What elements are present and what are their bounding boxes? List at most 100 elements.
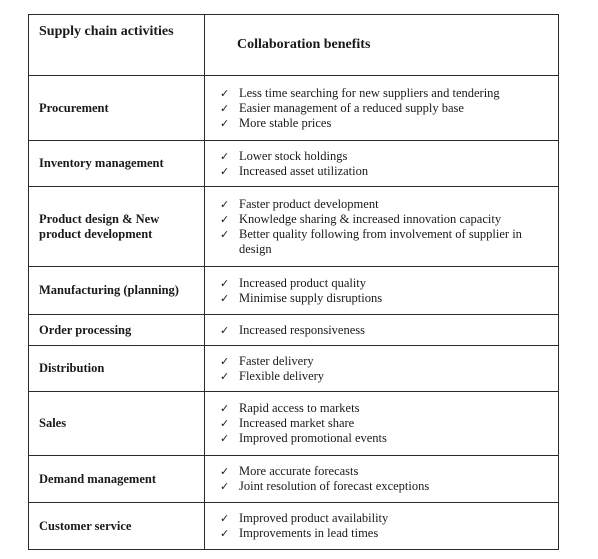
table-row: Distribution ✓ Faster delivery ✓ Flexible … (28, 345, 559, 392)
table-row: Order processing ✓ Increased responsivene… (28, 314, 559, 346)
table-row: Manufacturing (planning) ✓ Increased prod… (28, 266, 559, 315)
collaboration-benefits-table: Supply chain activities Collaboration be… (28, 14, 559, 550)
benefits-list: ✓ Improved product availability ✓ Improvem… (215, 511, 550, 541)
activity-cell: Procurement (28, 75, 205, 141)
benefit-item: ✓ Increased market share (215, 416, 550, 431)
table-row: Sales ✓ Rapid access to markets ✓ Increase… (28, 391, 559, 456)
benefit-text: Lower stock holdings (239, 148, 348, 163)
benefit-item: ✓ Increased product quality (215, 276, 550, 291)
benefit-text: Rapid access to markets (239, 401, 360, 415)
table-header-row: Supply chain activities Collaboration be… (28, 14, 559, 76)
benefits-cell: ✓ Faster delivery ✓ Flexible delivery (204, 345, 559, 392)
benefit-item: ✓ Faster delivery (215, 354, 550, 369)
check-mark-icon: ✓ (220, 354, 230, 368)
benefits-list: ✓ Faster product development ✓ Knowledge s… (215, 197, 550, 257)
check-mark-icon: ✓ (220, 527, 230, 540)
check-mark-icon: ✓ (220, 86, 230, 100)
benefit-item: ✓ More accurate forecasts (215, 464, 550, 479)
benefit-text: Minimise supply disruptions (239, 290, 383, 305)
benefit-text: Knowledge sharing & increased innovation… (239, 211, 502, 226)
check-mark-icon: ✓ (220, 369, 230, 383)
check-mark-icon: ✓ (220, 402, 230, 415)
check-mark-icon: ✓ (220, 417, 230, 430)
benefit-text: Improved product availability (239, 511, 389, 525)
benefit-item: ✓ Easier management of a reduced supply b… (215, 101, 550, 116)
benefit-item: ✓ Joint resolution of forecast exceptions (215, 479, 550, 494)
benefit-text: Faster delivery (239, 353, 314, 368)
benefits-cell: ✓ More accurate forecasts ✓ Joint resoluti… (204, 455, 559, 503)
table-row: Procurement ✓ Less time searching for new… (28, 75, 559, 141)
check-mark-icon: ✓ (220, 276, 230, 290)
table-row: Customer service ✓ Improved product avail… (28, 502, 559, 550)
check-mark-icon: ✓ (220, 227, 230, 241)
benefit-text: Improvements in lead times (239, 526, 379, 540)
check-mark-icon: ✓ (220, 291, 230, 305)
activity-cell: Inventory management (28, 140, 205, 187)
check-mark-icon: ✓ (220, 116, 230, 130)
benefit-item: ✓ Increased asset utilization (215, 164, 550, 179)
header-supply-chain-activities: Supply chain activities (28, 14, 205, 76)
benefit-item: ✓ Improved product availability (215, 511, 550, 526)
benefits-cell: ✓ Increased responsiveness (204, 314, 559, 346)
check-mark-icon: ✓ (220, 212, 230, 226)
check-mark-icon: ✓ (220, 465, 230, 478)
benefits-cell: ✓ Increased product quality ✓ Minimise sup… (204, 266, 559, 315)
activity-cell: Customer service (28, 502, 205, 550)
collaboration-table-document: Supply chain activities Collaboration be… (28, 14, 559, 550)
check-mark-icon: ✓ (220, 101, 230, 115)
check-mark-icon: ✓ (220, 197, 230, 211)
benefit-text: More accurate forecasts (239, 464, 359, 478)
table-row: Product design & New product development… (28, 186, 559, 267)
benefits-cell: ✓ Less time searching for new suppliers a… (204, 75, 559, 141)
benefits-list: ✓ Rapid access to markets ✓ Increased mark… (215, 401, 550, 446)
table-row: Inventory management ✓ Lower stock holdin… (28, 140, 559, 187)
check-mark-icon: ✓ (220, 164, 230, 178)
activity-cell: Distribution (28, 345, 205, 392)
benefit-text: Improved promotional events (239, 431, 387, 445)
benefits-list: ✓ Increased product quality ✓ Minimise sup… (215, 276, 550, 306)
benefit-text: More stable prices (239, 115, 332, 130)
benefit-text: Flexible delivery (239, 368, 325, 383)
check-mark-icon: ✓ (220, 480, 230, 493)
check-mark-icon: ✓ (220, 432, 230, 445)
check-mark-icon: ✓ (220, 149, 230, 163)
benefits-cell: ✓ Lower stock holdings ✓ Increased asset u… (204, 140, 559, 187)
benefit-item: ✓ Flexible delivery (215, 369, 550, 384)
benefits-list: ✓ Lower stock holdings ✓ Increased asset u… (215, 149, 550, 179)
benefit-text: Better quality following from involvemen… (239, 226, 522, 256)
benefit-item: ✓ Less time searching for new suppliers a… (215, 86, 550, 101)
benefits-list: ✓ Less time searching for new suppliers a… (215, 86, 550, 131)
benefit-item: ✓ Rapid access to markets (215, 401, 550, 416)
benefit-text: Less time searching for new suppliers an… (239, 85, 500, 100)
benefit-item: ✓ Improved promotional events (215, 431, 550, 446)
table-row: Demand management ✓ More accurate forecas… (28, 455, 559, 503)
benefit-text: Increased product quality (239, 275, 367, 290)
benefit-item: ✓ Lower stock holdings (215, 149, 550, 164)
benefit-item: ✓ Knowledge sharing & increased innovatio… (215, 212, 550, 227)
check-mark-icon: ✓ (220, 323, 230, 337)
activity-cell: Sales (28, 391, 205, 456)
benefit-item: ✓ Faster product development (215, 197, 550, 212)
benefit-item: ✓ Better quality following from involveme… (215, 227, 550, 257)
benefits-cell: ✓ Rapid access to markets ✓ Increased mark… (204, 391, 559, 456)
benefit-text: Easier management of a reduced supply ba… (239, 100, 464, 115)
benefits-list: ✓ Faster delivery ✓ Flexible delivery (215, 354, 550, 384)
check-mark-icon: ✓ (220, 512, 230, 525)
benefit-item: ✓ More stable prices (215, 116, 550, 131)
benefits-cell: ✓ Improved product availability ✓ Improvem… (204, 502, 559, 550)
activity-cell: Manufacturing (planning) (28, 266, 205, 315)
benefits-list: ✓ More accurate forecasts ✓ Joint resoluti… (215, 464, 550, 494)
benefit-text: Faster product development (239, 196, 379, 211)
benefits-list: ✓ Increased responsiveness (215, 323, 550, 338)
activity-cell: Demand management (28, 455, 205, 503)
benefits-cell: ✓ Faster product development ✓ Knowledge s… (204, 186, 559, 267)
benefit-item: ✓ Increased responsiveness (215, 323, 550, 338)
activity-cell: Product design & New product development (28, 186, 205, 267)
benefit-text: Increased asset utilization (239, 163, 369, 178)
benefit-item: ✓ Improvements in lead times (215, 526, 550, 541)
header-collaboration-benefits: Collaboration benefits (204, 14, 559, 76)
benefit-text: Increased market share (239, 416, 355, 430)
activity-cell: Order processing (28, 314, 205, 346)
benefit-text: Increased responsiveness (239, 322, 365, 337)
benefit-text: Joint resolution of forecast exceptions (239, 479, 430, 493)
